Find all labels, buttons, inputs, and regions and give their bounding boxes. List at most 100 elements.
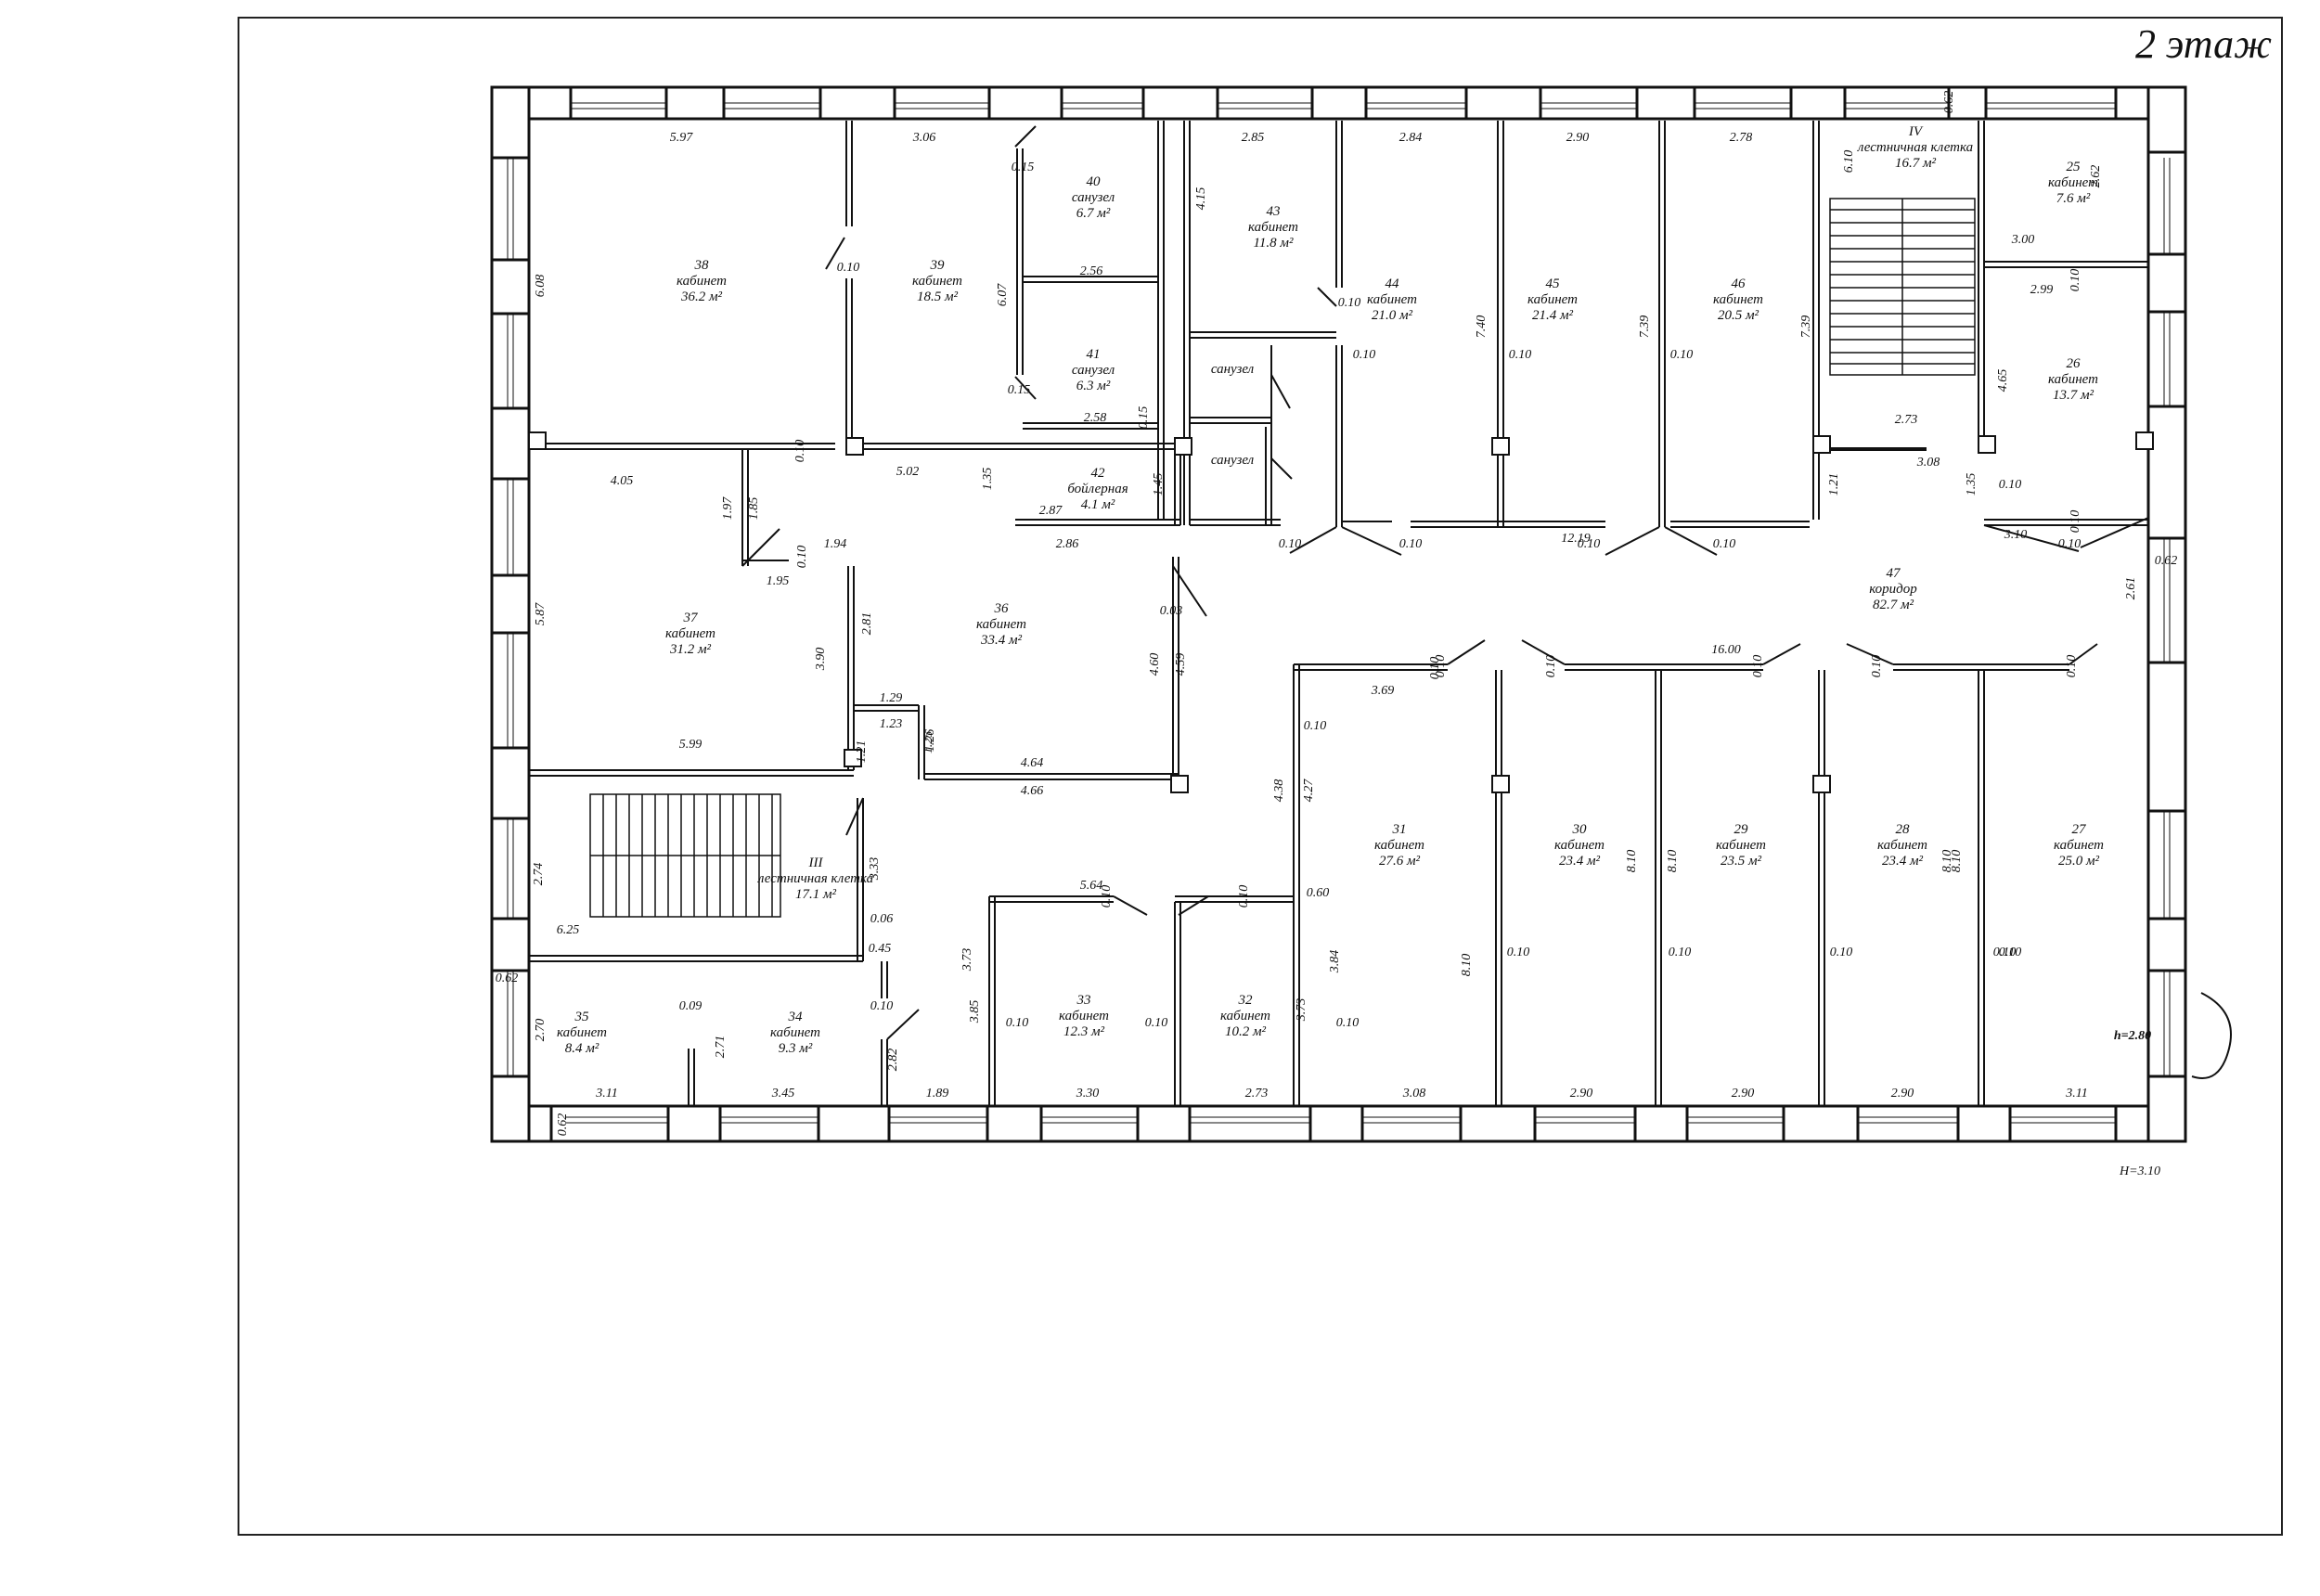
dimension-label: 0.10 xyxy=(793,440,807,463)
dimension-label: 5.99 xyxy=(679,738,702,752)
dimension-label: 0.10 xyxy=(1999,946,2022,959)
room-height-label: h=2.80 xyxy=(2114,1029,2151,1043)
columns xyxy=(528,431,2154,793)
dimension-label: 0.62 xyxy=(496,972,519,985)
dimension-label: 4.05 xyxy=(611,474,634,488)
dimension-label: 8.10 xyxy=(1460,954,1474,977)
hand-annotation-curve xyxy=(2191,992,2232,1079)
dimension-label: 1.45 xyxy=(1152,473,1166,496)
dimension-label: 3.06 xyxy=(912,131,936,145)
dimension-label: 2.87 xyxy=(1039,504,1063,518)
dimension-label: 0.10 xyxy=(1353,348,1376,362)
dimension-label: 0.10 xyxy=(2058,537,2082,551)
dimension-label: 0.10 xyxy=(1669,946,1692,959)
dimension-label: 2.71 xyxy=(714,1036,728,1059)
dimension-label: 0.10 xyxy=(1399,537,1423,551)
dimension-label: 0.10 xyxy=(1578,537,1601,551)
dimension-label: 4.59 xyxy=(1174,653,1188,676)
dimension-label: 4.15 xyxy=(1194,187,1208,211)
dimension-label: 1.21 xyxy=(1827,473,1841,496)
dimension-label: 7.39 xyxy=(1799,315,1813,339)
stair-iv-flights xyxy=(1829,198,1976,376)
dimension-label: 0.62 xyxy=(2155,554,2178,568)
dimension-label: 1.23 xyxy=(880,717,903,731)
dimension-label: 2.73 xyxy=(1895,413,1918,427)
dimension-label: 5.64 xyxy=(1080,879,1103,893)
dimension-label: 0.45 xyxy=(869,942,892,956)
dimension-label: 0.10 xyxy=(1338,296,1361,310)
dimension-label: 8.10 xyxy=(1625,850,1639,873)
floor-height-label: H=3.10 xyxy=(2119,1165,2160,1178)
wall-piers xyxy=(490,85,2187,1143)
dimension-label: 4.27 xyxy=(1302,779,1316,803)
dimension-label: 3.08 xyxy=(1402,1087,1426,1100)
dimension-label: 3.10 xyxy=(2004,528,2028,542)
dimension-label: 1.97 xyxy=(721,496,735,521)
dimension-label: 2.85 xyxy=(1242,131,1265,145)
dimension-label: 3.73 xyxy=(1295,998,1308,1023)
dimension-label: 1.95 xyxy=(767,574,790,588)
dimension-label: 6.10 xyxy=(1842,150,1856,174)
dimension-label: 3.11 xyxy=(2065,1087,2087,1100)
dimension-label: 1.21 xyxy=(855,740,869,764)
dimension-label: 7.39 xyxy=(1638,315,1652,339)
dimension-label: 1.35 xyxy=(1965,473,1978,496)
dimension-label: 3.11 xyxy=(595,1087,617,1100)
dimension-label: 1.26 xyxy=(923,729,937,753)
dimension-label: 2.84 xyxy=(1399,131,1423,145)
dimension-label: 2.58 xyxy=(1084,411,1107,425)
dimension-label: 0.60 xyxy=(1307,886,1330,900)
dimension-label: 2.82 xyxy=(886,1049,900,1072)
dimension-label: 0.10 xyxy=(870,999,894,1013)
dimension-label: 3.00 xyxy=(2011,233,2035,247)
dimension-label: 2.61 xyxy=(2124,577,2138,600)
dimension-label: 4.64 xyxy=(1021,756,1044,770)
dimension-label: 2.74 xyxy=(532,863,546,886)
dimension-label: 0.10 xyxy=(1279,537,1302,551)
wc-label: санузел xyxy=(1211,453,1255,468)
dimension-label: 2.81 xyxy=(860,612,874,636)
dimension-label: 6.25 xyxy=(557,923,580,937)
dimension-label: 3.85 xyxy=(968,1000,982,1024)
dimension-label: 0.15 xyxy=(1137,406,1151,430)
dimension-label: 0.10 xyxy=(1507,946,1530,959)
dimension-label: 0.10 xyxy=(2065,655,2079,678)
dimension-label: 2.99 xyxy=(2030,283,2054,297)
dimension-label: 2.70 xyxy=(534,1019,548,1042)
wc-labels: санузел санузел xyxy=(1211,362,1255,468)
dimension-label: 1.35 xyxy=(981,468,995,491)
dimension-label: 5.02 xyxy=(896,465,920,479)
dimension-label: 7.40 xyxy=(1475,315,1489,339)
dimension-label: 2.90 xyxy=(1566,131,1590,145)
dimension-label: 4.66 xyxy=(1021,784,1044,798)
dimension-label: 4.60 xyxy=(1148,653,1162,676)
dimension-label: 3.73 xyxy=(960,948,974,972)
dimension-label: 0.10 xyxy=(1434,655,1448,678)
dimension-label: 2.86 xyxy=(1056,537,1079,551)
dimension-label: 0.10 xyxy=(1993,946,2017,959)
dimension-label: 1.94 xyxy=(824,537,847,551)
sheet-border xyxy=(238,17,2283,1536)
dimension-label: 5.87 xyxy=(534,602,548,626)
dimension-label: 0.10 xyxy=(1006,1016,1029,1030)
dimension-label: 0.10 xyxy=(1100,885,1114,908)
dimension-label: 2.73 xyxy=(1245,1087,1269,1100)
dimension-label: 3.84 xyxy=(1328,950,1342,974)
dimension-label: 0.03 xyxy=(1160,604,1183,618)
dimension-label: 2.90 xyxy=(1891,1087,1914,1100)
dimension-label: 0.10 xyxy=(1304,719,1327,733)
dimension-label: 3.69 xyxy=(1371,684,1395,698)
